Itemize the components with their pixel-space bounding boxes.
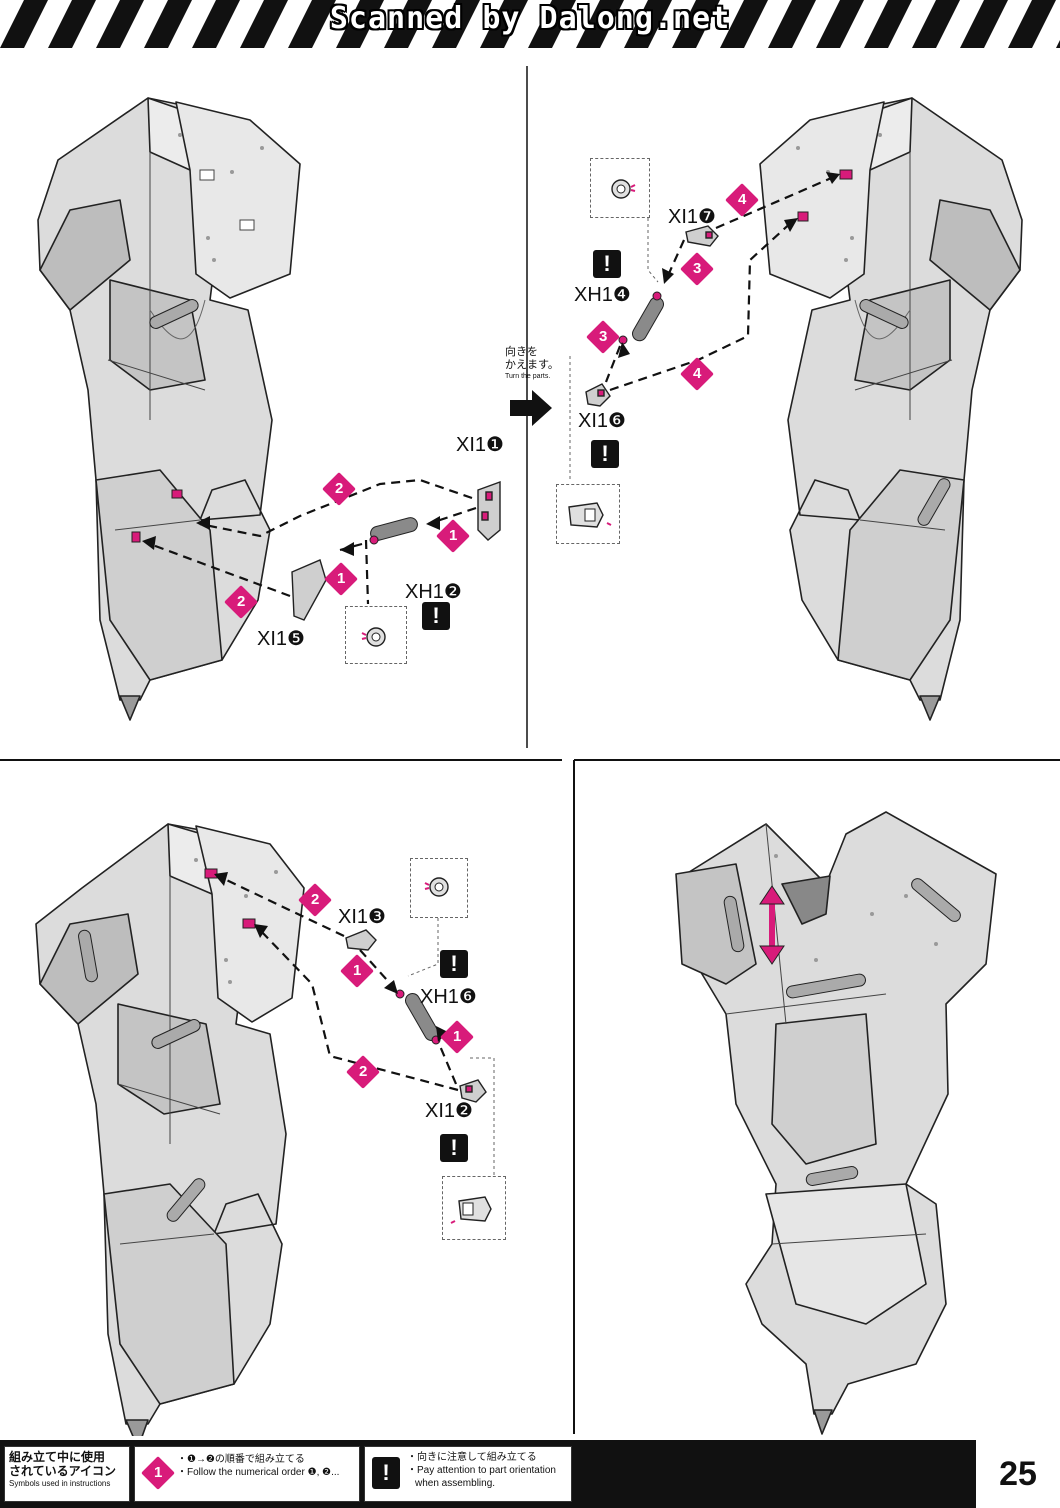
step1-drawing bbox=[37, 97, 501, 721]
step1-leg-armor bbox=[37, 97, 301, 721]
step2-drawing bbox=[569, 97, 1023, 721]
scan-watermark: Scanned by Dalong.net bbox=[329, 1, 731, 36]
step2-detail-top-callout-icon bbox=[590, 158, 650, 218]
final-leg-armor bbox=[675, 811, 997, 1435]
turn-parts-note: 向きを かえます。 Turn the parts. bbox=[505, 346, 563, 381]
final-movement-arrow-icon bbox=[759, 885, 785, 965]
step1-part-xh1-2 bbox=[369, 517, 418, 545]
step3-part-label-xi1-2: XI1❷ bbox=[425, 1100, 473, 1122]
step1-part-label-xi1-1: XI1❶ bbox=[456, 434, 504, 456]
step3-warning-top-icon: ! bbox=[440, 950, 468, 978]
step3-warning-bottom-icon: ! bbox=[440, 1134, 468, 1162]
step1-detail-callout-icon bbox=[345, 606, 407, 664]
step2-detail-bottom-callout-icon bbox=[556, 484, 620, 544]
legend-orient-en-2: when assembling. bbox=[415, 1478, 496, 1489]
step3-detail-bottom-callout-icon bbox=[442, 1176, 506, 1240]
step3-panel: 2 1 1 2 XI1❸ XH1❻ XI1❷ ! ! bbox=[0, 764, 562, 1436]
step-badge-icon: 1 bbox=[141, 1456, 175, 1490]
step2-part-label-xi1-6: XI1❻ bbox=[578, 410, 626, 432]
step2-panel: 4 3 3 4 XI1❼ XH1❹ XI1❻ ! ! bbox=[528, 60, 1060, 750]
footer-title-jp-2: されているアイコン bbox=[9, 1464, 117, 1478]
step1-part-label-xh1-2: XH1❷ bbox=[405, 581, 462, 603]
final-assembly-drawing bbox=[675, 811, 997, 1435]
legend-orient-jp: ・向きに注意して組み立てる bbox=[407, 1452, 537, 1463]
step3-part-xi1-3 bbox=[345, 929, 377, 951]
hazard-stripe-graphic bbox=[0, 0, 1060, 48]
step2-leg-armor bbox=[759, 97, 1023, 721]
step1-part-xi1-1 bbox=[477, 481, 501, 541]
legend-order-en: ・Follow the numerical order ❶, ❷... bbox=[177, 1467, 340, 1478]
step3-part-label-xi1-3: XI1❸ bbox=[338, 906, 386, 928]
step1-warning-icon: ! bbox=[422, 602, 450, 630]
step1-part-label-xi1-5: XI1❺ bbox=[257, 628, 305, 650]
step2-part-label-xh1-4: XH1❹ bbox=[574, 284, 631, 306]
final-assembly-panel bbox=[576, 764, 1060, 1436]
legend-orientation: ! ・向きに注意して組み立てる ・Pay attention to part o… bbox=[364, 1446, 572, 1502]
step1-part-xi1-5 bbox=[291, 559, 327, 621]
footer-title-jp-1: 組み立て中に使用 bbox=[9, 1450, 106, 1464]
step2-part-xi1-7 bbox=[685, 225, 719, 247]
legend-orient-en-1: ・Pay attention to part orientation bbox=[407, 1465, 556, 1476]
hazard-stripe-banner: Scanned by Dalong.net bbox=[0, 0, 1060, 48]
step2-part-xi1-6 bbox=[585, 383, 611, 407]
step3-part-label-xh1-6: XH1❻ bbox=[420, 986, 477, 1008]
step1-body-cylinder bbox=[149, 299, 199, 329]
turn-note-jp-2: かえます。 bbox=[505, 359, 559, 371]
turn-arrow-icon bbox=[510, 390, 552, 426]
step2-warning-bottom-icon: ! bbox=[591, 440, 619, 468]
turn-note-en: Turn the parts. bbox=[505, 373, 551, 380]
step1-panel: 1 1 2 2 XI1❶ XH1❷ XI1❺ ! bbox=[0, 60, 527, 750]
footer-symbols-title: 組み立て中に使用 されているアイコン Symbols used in instr… bbox=[4, 1446, 130, 1502]
step3-drawing bbox=[35, 823, 495, 1436]
step2-part-label-xi1-7: XI1❼ bbox=[668, 206, 716, 228]
legend-numerical-order: 1 ・❶→❷の順番で組み立てる ・Follow the numerical or… bbox=[134, 1446, 360, 1502]
page-number: 25 bbox=[976, 1440, 1060, 1508]
legend-order-jp: ・❶→❷の順番で組み立てる bbox=[177, 1454, 305, 1465]
footer-legend-bar: 組み立て中に使用 されているアイコン Symbols used in instr… bbox=[0, 1440, 1060, 1508]
warning-icon: ! bbox=[372, 1457, 400, 1489]
step2-part-xh1-4 bbox=[618, 291, 664, 345]
turn-note-jp-1: 向きを bbox=[505, 346, 538, 358]
footer-title-en: Symbols used in instructions bbox=[9, 1479, 111, 1488]
step3-part-xi1-2 bbox=[459, 1079, 487, 1103]
step3-detail-top-callout-icon bbox=[410, 858, 468, 918]
step2-warning-top-icon: ! bbox=[593, 250, 621, 278]
